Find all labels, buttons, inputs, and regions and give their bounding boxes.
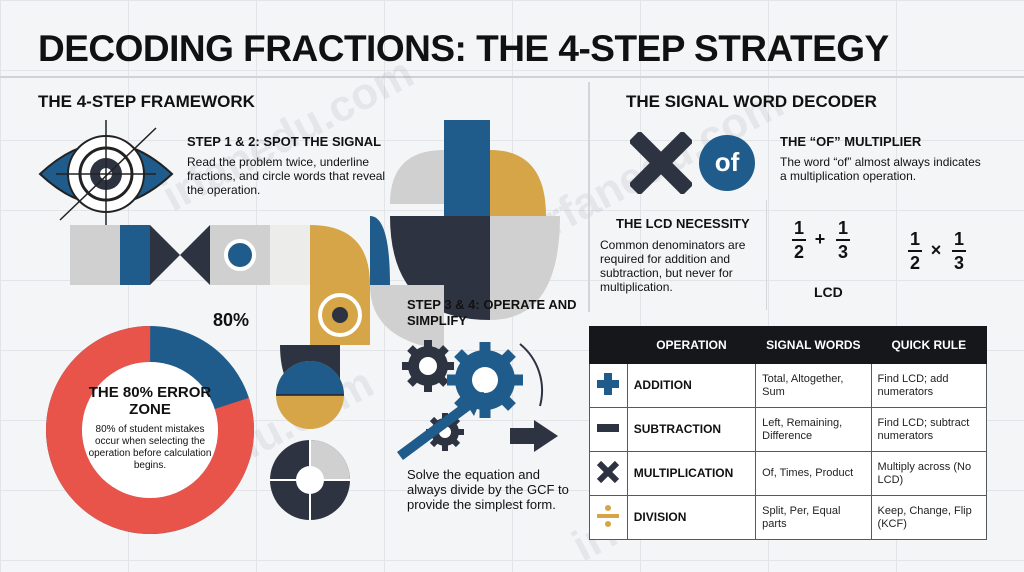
numerator: 1	[837, 218, 848, 238]
fraction-bar	[836, 239, 850, 241]
framework-heading: THE 4-STEP FRAMEWORK	[38, 92, 255, 111]
denominator: 3	[837, 242, 848, 262]
step34-body: Solve the equation and always divide by …	[407, 467, 569, 512]
lcd-body: Common denominators are required for add…	[600, 238, 746, 294]
signal-words: Split, Per, Equal parts	[755, 495, 872, 540]
times-icon	[630, 132, 692, 194]
page-title: DECODING FRACTIONS: THE 4-STEP STRATEGY	[38, 28, 889, 69]
step34-title: STEP 3 & 4: OPERATE AND SIMPLIFY	[407, 297, 577, 328]
error-zone-title: THE 80% ERROR ZONE	[88, 384, 212, 418]
table-header: QUICK RULE	[870, 326, 988, 364]
denominator: 3	[953, 253, 964, 273]
quick-rule: Find LCD; add numerators	[870, 363, 988, 408]
operation-name: DIVISION	[626, 495, 757, 540]
lcd-label: LCD	[814, 284, 843, 300]
operation-name: SUBTRACTION	[626, 407, 757, 452]
table-header: SIGNAL WORDS	[755, 326, 872, 364]
error-zone-donut	[46, 326, 254, 534]
operation-name: MULTIPLICATION	[626, 451, 757, 496]
of-badge: of	[699, 135, 755, 191]
operation-name: ADDITION	[626, 363, 757, 408]
signal-words: Total, Altogether, Sum	[755, 363, 872, 408]
table-header-icon	[589, 326, 628, 364]
quick-rule: Find LCD; subtract numerators	[870, 407, 988, 452]
decoder-heading: THE SIGNAL WORD DECODER	[626, 92, 877, 111]
minus-icon	[589, 407, 628, 452]
table-row: DIVISION Split, Per, Equal parts Keep, C…	[589, 495, 988, 540]
numerator: 1	[909, 229, 920, 249]
numerator: 1	[953, 229, 964, 249]
geometric-pattern-icon	[70, 120, 560, 520]
title-divider	[0, 76, 1024, 78]
table-header: OPERATION	[626, 326, 757, 364]
operator: ×	[930, 240, 942, 260]
section-divider	[588, 82, 590, 312]
divide-icon	[589, 495, 628, 540]
signal-words: Left, Remaining, Difference	[755, 407, 872, 452]
plus-icon	[589, 363, 628, 408]
lcd-divider	[766, 200, 767, 310]
operations-table: OPERATION SIGNAL WORDS QUICK RULE ADDITI…	[589, 326, 988, 540]
error-percent-label: 80%	[213, 310, 250, 330]
lcd-title: THE LCD NECESSITY	[616, 216, 750, 231]
quick-rule: Keep, Change, Flip (KCF)	[870, 495, 988, 540]
table-header-row: OPERATION SIGNAL WORDS QUICK RULE	[589, 326, 988, 364]
denominator: 2	[793, 242, 804, 262]
denominator: 2	[909, 253, 920, 273]
error-zone-body: 80% of student mistakes occur when selec…	[88, 424, 212, 471]
table-row: ADDITION Total, Altogether, Sum Find LCD…	[589, 363, 988, 408]
operator: +	[814, 229, 826, 249]
gears-icon	[397, 340, 558, 461]
of-multiplier-body: The word “of” almost always indicates a …	[780, 155, 981, 183]
fraction-bar	[908, 250, 922, 252]
of-multiplier-title: THE “OF” MULTIPLIER	[780, 134, 922, 149]
times-icon	[589, 451, 628, 496]
table-row: MULTIPLICATION Of, Times, Product Multip…	[589, 451, 988, 496]
numerator: 1	[793, 218, 804, 238]
fraction-bar	[792, 239, 806, 241]
step12-body: Read the problem twice, underline fracti…	[187, 155, 386, 197]
step12-title: STEP 1 & 2: SPOT THE SIGNAL	[187, 134, 382, 149]
eye-icon	[38, 120, 174, 228]
quick-rule: Multiply across (No LCD)	[870, 451, 988, 496]
donut-hole	[82, 362, 218, 498]
table-row: SUBTRACTION Left, Remaining, Difference …	[589, 407, 988, 452]
fraction-bar	[952, 250, 966, 252]
signal-words: Of, Times, Product	[755, 451, 872, 496]
